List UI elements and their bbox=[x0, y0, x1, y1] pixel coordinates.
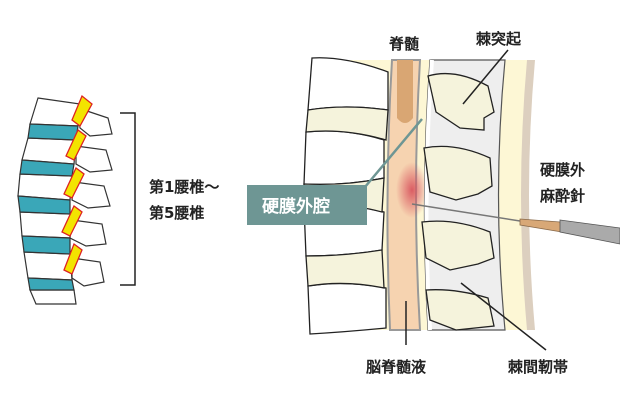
epidural-space-label: 硬膜外腔 bbox=[262, 196, 330, 217]
skin-layer bbox=[521, 60, 535, 330]
epidural-needle-label-2: 麻酔針 bbox=[539, 187, 585, 205]
spinal-cord bbox=[397, 60, 413, 123]
spinous-process-label: 棘突起 bbox=[476, 30, 522, 48]
lumbar-spine-overview bbox=[17, 94, 113, 305]
sagittal-section bbox=[303, 57, 535, 335]
csf-label: 脳脊髄液 bbox=[366, 358, 427, 376]
spinous-processes bbox=[421, 72, 495, 331]
injected-anesthetic bbox=[396, 162, 428, 218]
lumbar-range-bracket bbox=[120, 112, 136, 286]
leader-lines bbox=[405, 49, 547, 351]
epidural-space-label-box bbox=[247, 185, 367, 225]
nerve-highlights bbox=[61, 94, 93, 275]
epidural-needle bbox=[411, 203, 620, 245]
epidural-needle-label-1: 硬膜外 bbox=[540, 161, 585, 179]
lumbar-range-label-1: 第1腰椎～ bbox=[149, 178, 219, 196]
epidural-space-pointer bbox=[364, 118, 423, 188]
lumbar-range-label-2: 第5腰椎 bbox=[149, 204, 204, 222]
interspinous-ligament-label: 棘間靭帯 bbox=[508, 358, 568, 376]
spinal-cord-label: 脊髄 bbox=[388, 35, 420, 53]
